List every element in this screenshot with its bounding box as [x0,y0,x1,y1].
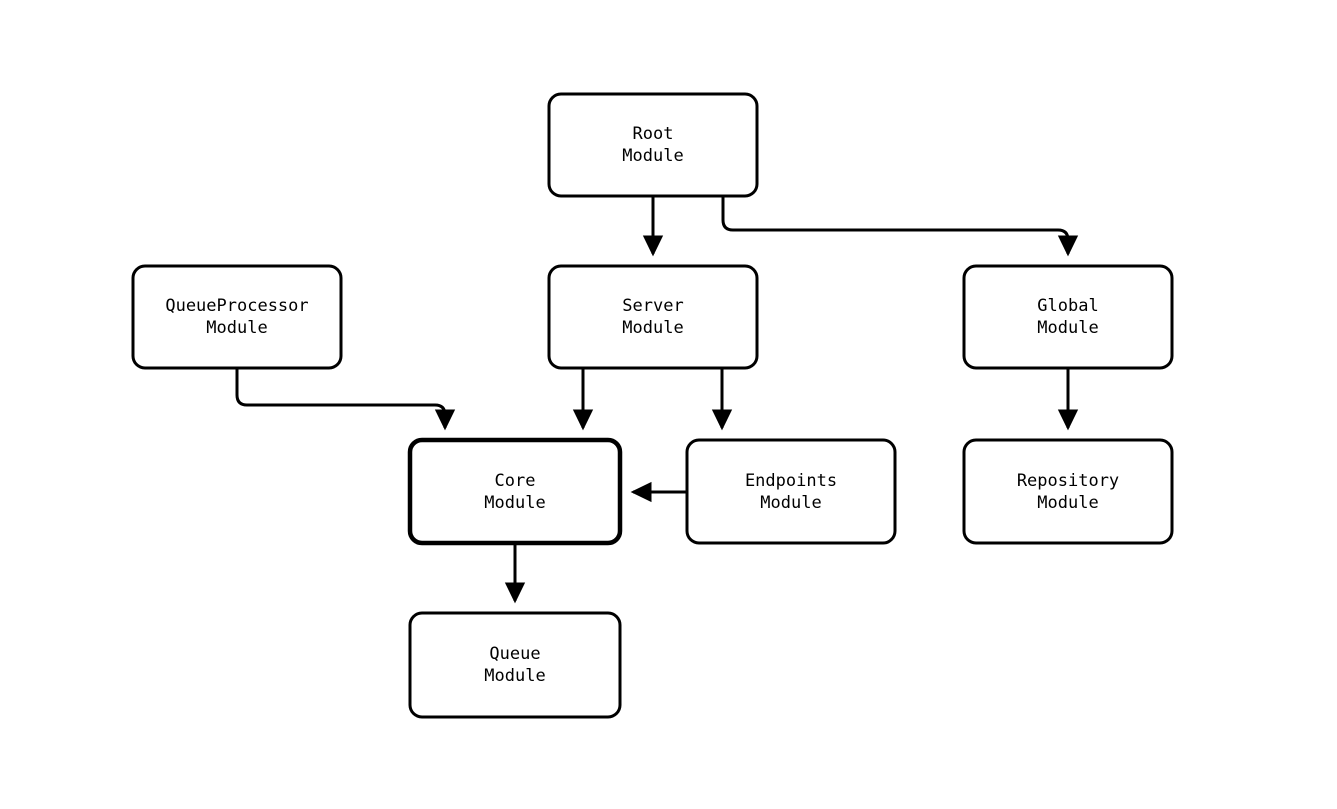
edges-layer [235,196,1079,604]
server-module-node[interactable] [547,264,759,370]
root-module-node[interactable] [547,92,759,198]
repository-module-node[interactable] [962,438,1174,545]
nodes-layer [131,92,1174,719]
edge-queueprocessor-to-core [235,368,456,431]
global-module-node[interactable] [962,264,1174,370]
edge-root-to-global [721,196,1079,257]
queue-module-node[interactable] [408,611,622,719]
core-module-node[interactable] [407,437,623,546]
queueprocessor-module-node[interactable] [131,264,343,370]
endpoints-module-node[interactable] [685,438,897,545]
